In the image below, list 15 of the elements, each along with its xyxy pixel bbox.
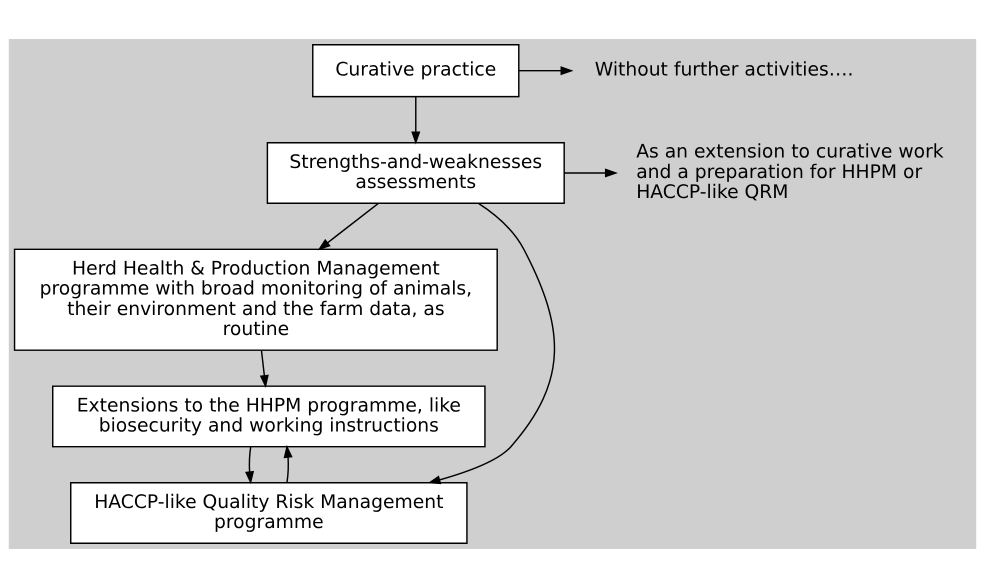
arrow	[318, 202, 379, 250]
arrow	[428, 202, 556, 484]
node-box: Strengths-and-weaknesses assessments	[266, 142, 565, 204]
node-text: Without further activities….	[594, 60, 854, 81]
node-box: Herd Health & Production Management programme with broad monitoring of animals, their environment and the farm data, as routine	[14, 248, 498, 351]
node-box: Extensions to the HHPM programme, like biosecurity and working instructions	[52, 385, 486, 448]
arrow	[411, 96, 420, 144]
arrow	[245, 446, 254, 484]
arrow	[284, 444, 293, 482]
arrow	[260, 350, 269, 388]
node-box: HACCP-like Quality Risk Management programme	[70, 482, 468, 544]
node-text: As an extension to curative work and a preparation for HHPM or HACCP-like QRM	[636, 142, 944, 204]
arrow	[564, 168, 618, 178]
arrow	[519, 66, 574, 76]
node-box: Curative practice	[312, 44, 520, 98]
